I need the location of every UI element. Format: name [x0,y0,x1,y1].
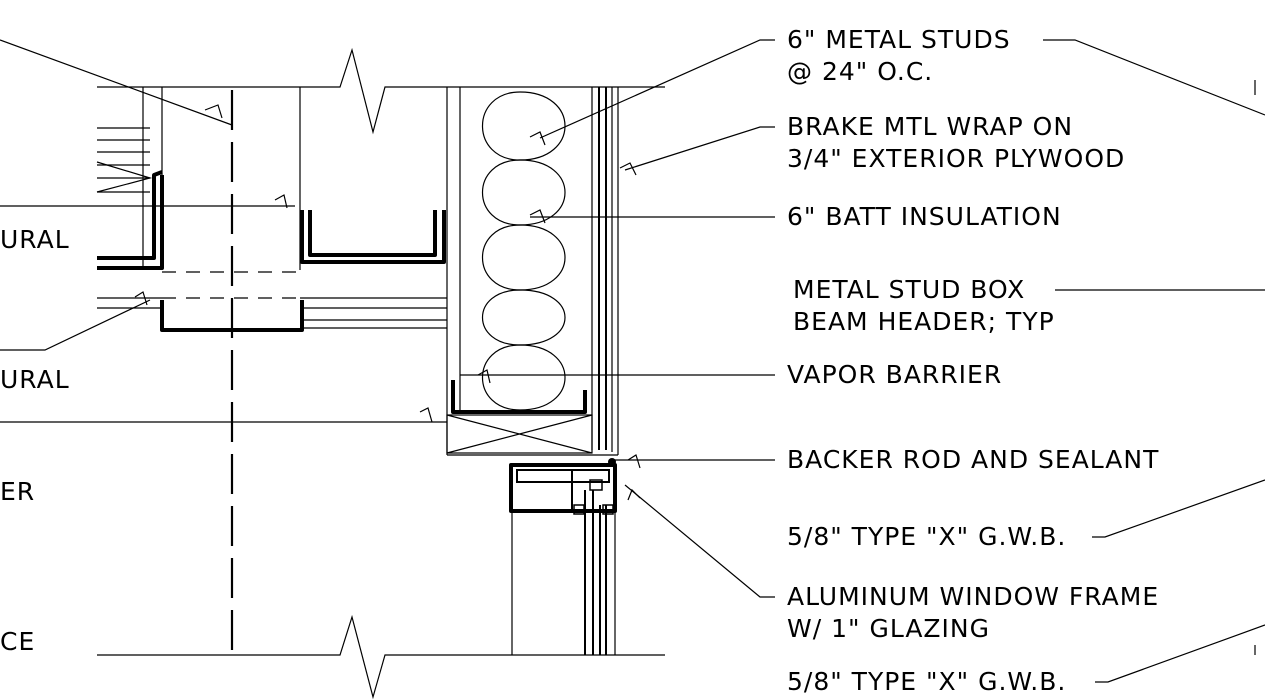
label-stud-box-line2: BEAM HEADER; TYP [793,307,1055,336]
plywood-blocking [446,414,593,454]
steel-column [161,87,301,655]
stud-cavity [446,87,619,456]
leader-ticks [134,104,641,501]
label-window-frame-line1: ALUMINUM WINDOW FRAME [787,582,1159,611]
leader-lines [460,39,1265,683]
label-left-structural-2: URAL [0,365,70,394]
label-left-er: ER [0,477,35,506]
sealant-bead [608,458,616,466]
label-gwb-upper: 5/8" TYPE "X" G.W.B. [787,522,1066,551]
label-metal-studs-line2: @ 24" O.C. [787,57,933,86]
label-gwb-lower: 5/8" TYPE "X" G.W.B. [787,667,1066,696]
label-brake-wrap-line2: 3/4" EXTERIOR PLYWOOD [787,144,1125,173]
label-left-structural-1: URAL [0,225,70,254]
label-window-frame-line2: W/ 1" GLAZING [787,614,990,643]
window-frame [509,458,617,655]
label-metal-studs-line1: 6" METAL STUDS [787,25,1011,54]
break-line-bottom [97,614,665,700]
label-left-ce: CE [0,627,35,656]
left-wall [96,87,164,309]
beam-channel [160,210,447,332]
label-batt-insulation: 6" BATT INSULATION [787,202,1062,231]
batt-insulation-pattern [482,91,566,411]
left-leader-lines [0,39,447,423]
label-vapor-barrier: VAPOR BARRIER [787,360,1002,389]
label-backer-rod: BACKER ROD AND SEALANT [787,445,1159,474]
label-stud-box-line1: METAL STUD BOX [793,275,1025,304]
label-brake-wrap-line1: BRAKE MTL WRAP ON [787,112,1073,141]
